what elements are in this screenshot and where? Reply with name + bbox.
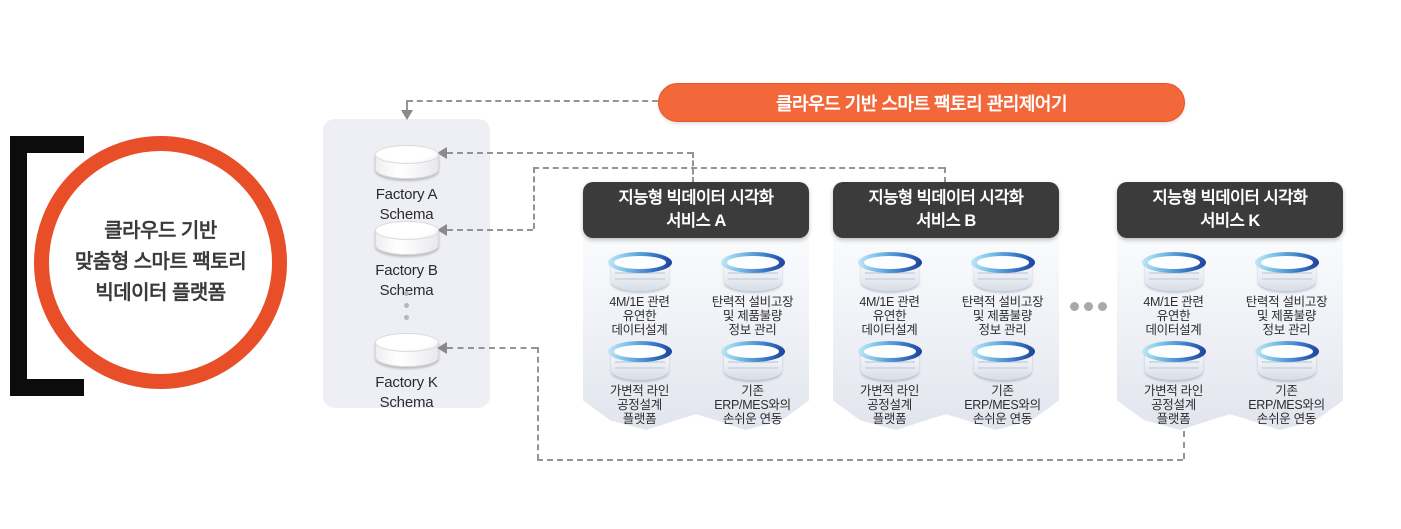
feature-cell: 탄력적 설비고장 및 제품불량 정보 관리	[1230, 252, 1343, 337]
feature-label: 4M/1E 관련 유연한 데이터설계	[859, 295, 920, 337]
vertical-ellipsis-icon	[323, 291, 490, 320]
database-icon	[857, 341, 922, 381]
feature-cell: 4M/1E 관련 유연한 데이터설계	[833, 252, 946, 337]
database-icon	[1141, 252, 1206, 292]
factory-k-label: Factory K Schema	[375, 374, 438, 411]
badge-line-2: 맞춤형 스마트 팩토리	[74, 251, 247, 273]
service-card-k-body: 4M/1E 관련 유연한 데이터설계 탄력적 설비고장 및 제품불량 정보 관리…	[1117, 237, 1343, 434]
feature-label: 기존 ERP/MES와의 손쉬운 연동	[1248, 384, 1325, 426]
database-icon	[1254, 252, 1319, 292]
service-card-k: 지능형 빅데이터 시각화 서비스 K 4M/1E 관련 유연한 데이터설계 탄력…	[1117, 182, 1343, 432]
feature-cell: 4M/1E 관련 유연한 데이터설계	[1117, 252, 1230, 337]
feature-cell: 탄력적 설비고장 및 제품불량 정보 관리	[696, 252, 809, 337]
service-card-k-header: 지능형 빅데이터 시각화 서비스 K	[1117, 182, 1343, 238]
feature-label: 4M/1E 관련 유연한 데이터설계	[1143, 295, 1204, 337]
arrow-left-icon	[437, 224, 447, 236]
connector-pill-to-panel	[407, 100, 658, 102]
service-card-b-body: 4M/1E 관련 유연한 데이터설계 탄력적 설비고장 및 제품불량 정보 관리…	[833, 237, 1059, 434]
feature-cell: 탄력적 설비고장 및 제품불량 정보 관리	[946, 252, 1059, 337]
database-icon	[374, 333, 439, 367]
connector-pill-to-panel-drop	[406, 100, 408, 110]
service-subtitle: 서비스 A	[666, 212, 726, 230]
feature-cell: 4M/1E 관련 유연한 데이터설계	[583, 252, 696, 337]
feature-cell: 가변적 라인 공정설계 플랫폼	[833, 341, 946, 426]
service-card-a: 지능형 빅데이터 시각화 서비스 A 4M/1E 관련 유연한 데이터설계 탄력…	[583, 182, 809, 432]
database-icon	[857, 252, 922, 292]
service-card-b-header: 지능형 빅데이터 시각화 서비스 B	[833, 182, 1059, 238]
connector-bottom-bus	[537, 459, 1183, 461]
feature-label: 가변적 라인 공정설계 플랫폼	[609, 384, 670, 426]
database-icon	[607, 252, 672, 292]
database-icon	[374, 221, 439, 255]
arrow-left-icon	[437, 342, 447, 354]
feature-label: 가변적 라인 공정설계 플랫폼	[1143, 384, 1204, 426]
service-subtitle: 서비스 B	[916, 212, 976, 230]
service-card-a-body: 4M/1E 관련 유연한 데이터설계 탄력적 설비고장 및 제품불량 정보 관리…	[583, 237, 809, 434]
feature-label: 기존 ERP/MES와의 손쉬운 연동	[714, 384, 791, 426]
arrow-down-icon	[401, 110, 413, 120]
connector-bottom-left-riser	[537, 347, 539, 460]
horizontal-ellipsis-icon	[1066, 302, 1110, 311]
platform-badge: 클라우드 기반 맞춤형 스마트 팩토리 빅데이터 플랫폼	[34, 136, 287, 389]
database-icon	[720, 252, 785, 292]
badge-line-1: 클라우드 기반	[104, 220, 217, 242]
connector-service-a-to-factory-a	[447, 152, 693, 154]
schema-panel: Factory A Schema Factory B Schema Facto	[323, 119, 490, 411]
connector-factory-b-stub	[447, 229, 533, 231]
factory-a-label: Factory A Schema	[375, 186, 438, 223]
feature-label: 탄력적 설비고장 및 제품불량 정보 관리	[1245, 295, 1328, 337]
service-subtitle: 서비스 K	[1200, 212, 1260, 230]
service-title: 지능형 빅데이터 시각화	[1152, 189, 1308, 207]
connector-service-b-drop	[944, 167, 946, 183]
factory-a-item: Factory A Schema	[323, 145, 490, 225]
connector-service-b-to-factory-b	[533, 167, 944, 169]
database-icon	[374, 145, 439, 179]
feature-label: 탄력적 설비고장 및 제품불량 정보 관리	[711, 295, 794, 337]
database-icon	[1141, 341, 1206, 381]
feature-cell: 기존 ERP/MES와의 손쉬운 연동	[696, 341, 809, 426]
badge-line-3: 빅데이터 플랫폼	[95, 282, 226, 304]
connector-factory-k-stub	[447, 347, 537, 349]
arrow-left-icon	[437, 147, 447, 159]
feature-label: 탄력적 설비고장 및 제품불량 정보 관리	[961, 295, 1044, 337]
feature-cell: 가변적 라인 공정설계 플랫폼	[1117, 341, 1230, 426]
feature-cell: 가변적 라인 공정설계 플랫폼	[583, 341, 696, 426]
database-icon	[720, 341, 785, 381]
service-title: 지능형 빅데이터 시각화	[618, 189, 774, 207]
service-card-b: 지능형 빅데이터 시각화 서비스 B 4M/1E 관련 유연한 데이터설계 탄력…	[833, 182, 1059, 432]
database-icon	[607, 341, 672, 381]
factory-k-item: Factory K Schema	[323, 333, 490, 413]
service-card-a-header: 지능형 빅데이터 시각화 서비스 A	[583, 182, 809, 238]
database-icon	[970, 252, 1035, 292]
controller-pill: 클라우드 기반 스마트 팩토리 관리제어기	[658, 83, 1185, 122]
feature-label: 가변적 라인 공정설계 플랫폼	[859, 384, 920, 426]
platform-badge-text: 클라우드 기반 맞춤형 스마트 팩토리 빅데이터 플랫폼	[74, 216, 247, 309]
controller-pill-label: 클라우드 기반 스마트 팩토리 관리제어기	[775, 93, 1068, 114]
factory-b-item: Factory B Schema	[323, 221, 490, 301]
connector-service-k-drop	[1183, 431, 1185, 459]
feature-label: 4M/1E 관련 유연한 데이터설계	[609, 295, 670, 337]
database-icon	[970, 341, 1035, 381]
factory-b-label: Factory B Schema	[375, 262, 438, 299]
feature-cell: 기존 ERP/MES와의 손쉬운 연동	[946, 341, 1059, 426]
bracket-decoration	[10, 136, 84, 396]
feature-cell: 기존 ERP/MES와의 손쉬운 연동	[1230, 341, 1343, 426]
service-title: 지능형 빅데이터 시각화	[868, 189, 1024, 207]
connector-factory-b-riser	[533, 167, 535, 229]
feature-label: 기존 ERP/MES와의 손쉬운 연동	[964, 384, 1041, 426]
database-icon	[1254, 341, 1319, 381]
